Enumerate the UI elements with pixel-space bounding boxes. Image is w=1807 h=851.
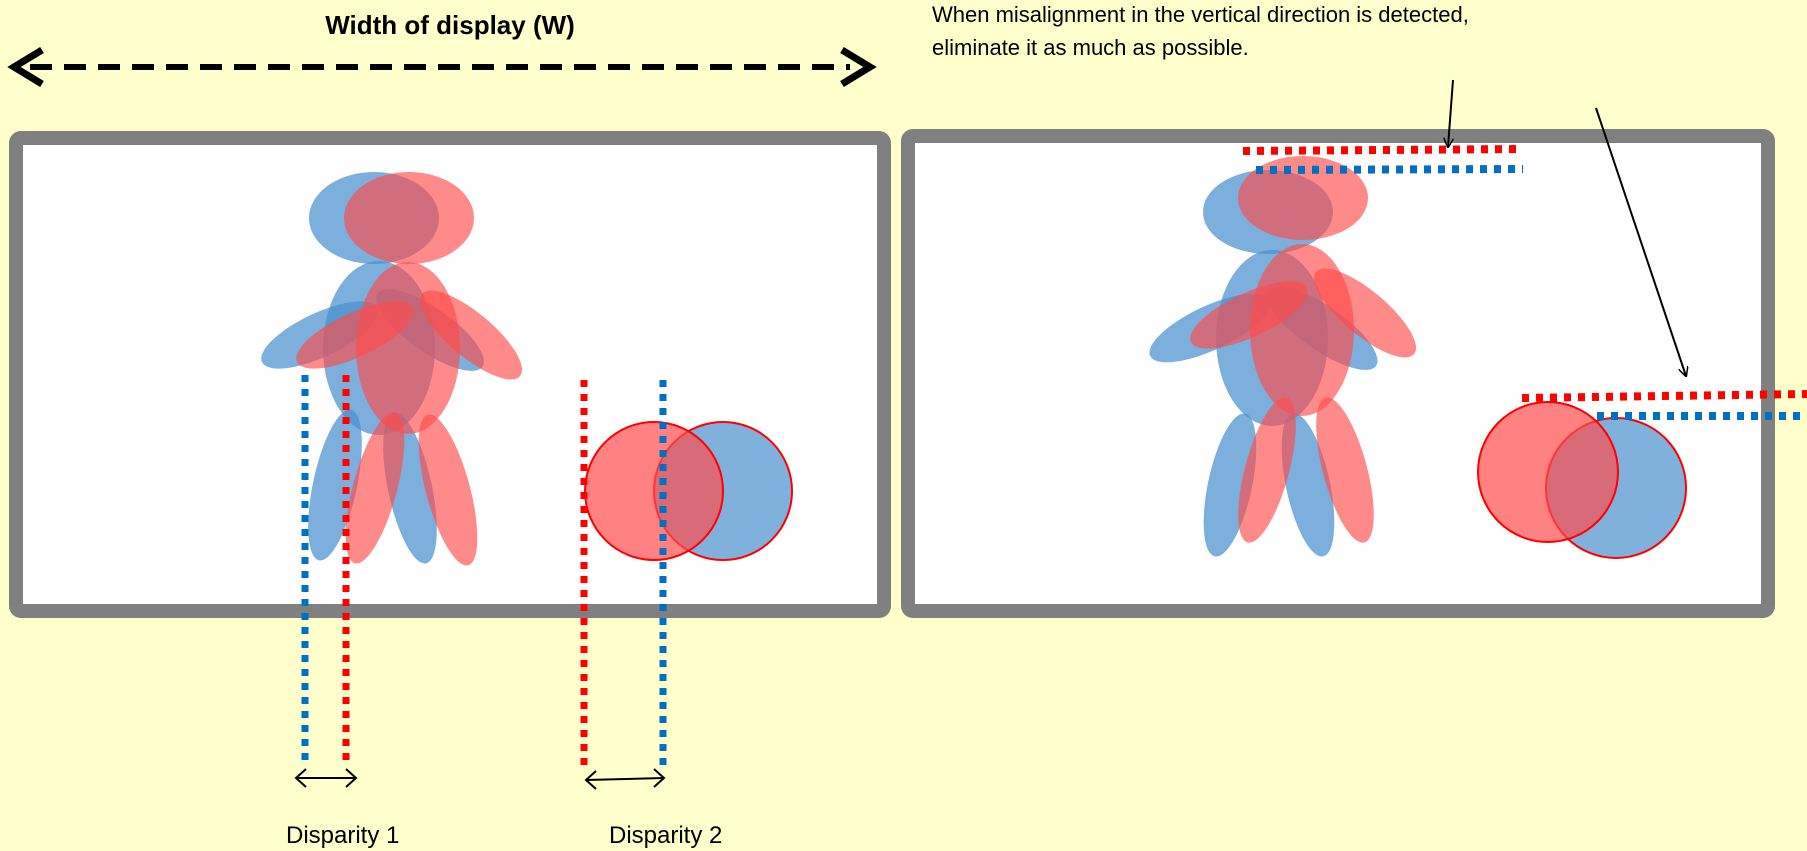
right-circle-red bbox=[1478, 402, 1618, 542]
misalign-circle-red-line bbox=[1522, 394, 1807, 398]
width-title: Width of display (W) bbox=[325, 10, 575, 40]
disparity2-arrow bbox=[586, 769, 664, 789]
disparity1-label: Disparity 1 bbox=[286, 822, 399, 849]
note-line-2: eliminate it as much as possible. bbox=[932, 35, 1249, 60]
width-arrow bbox=[14, 50, 870, 84]
disparity2-label: Disparity 2 bbox=[609, 822, 722, 849]
left-circle-red bbox=[585, 422, 723, 560]
note-line-1: When misalignment in the vertical direct… bbox=[932, 2, 1469, 27]
disparity1-arrow bbox=[296, 769, 356, 787]
